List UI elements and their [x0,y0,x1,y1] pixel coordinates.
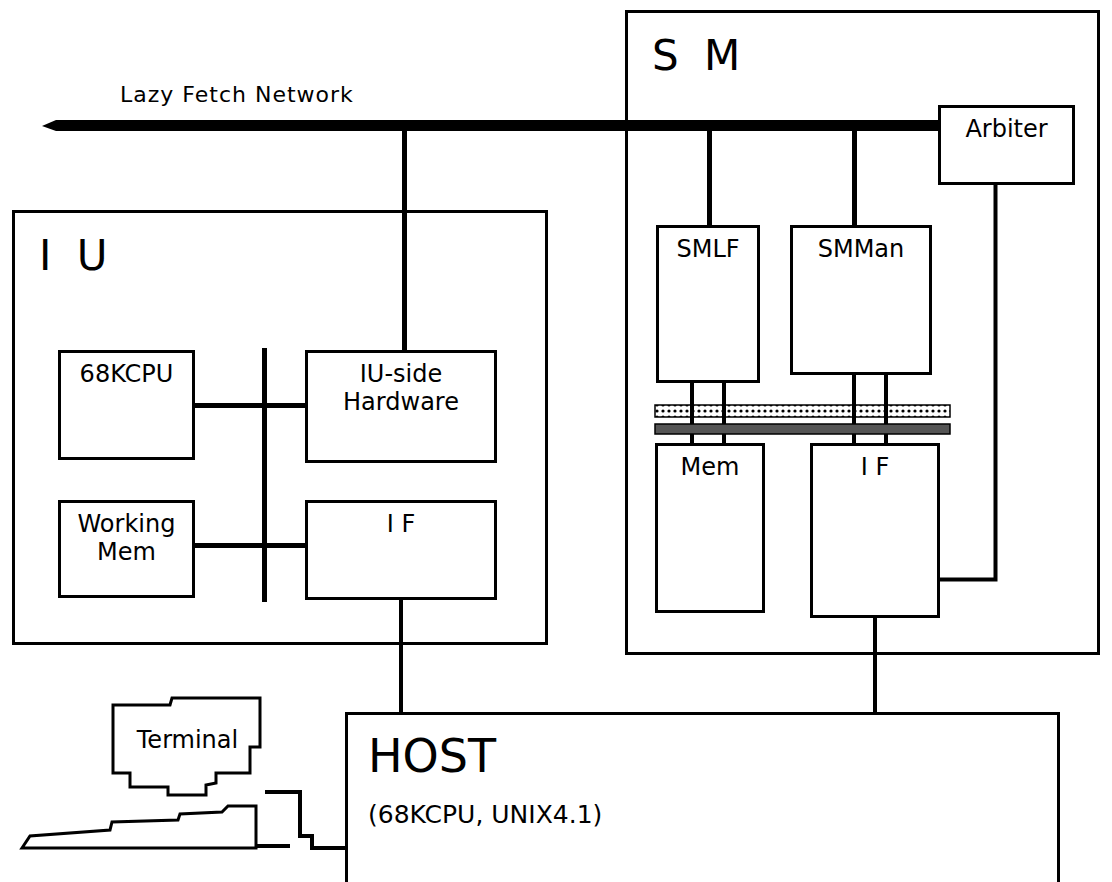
hardware-box: IU-side Hardware [305,350,497,463]
box-label: HOST [368,733,1037,779]
bus-drop [852,125,857,225]
box-label: SMMan [799,236,923,264]
iu-unit: I U 68KCPU IU-side HardwareWorking Mem I F [12,210,548,645]
memory-box: Mem [655,443,765,613]
box-label: I F [819,454,931,482]
bus-drop [402,125,407,350]
box-label: 68KCPU [67,361,186,389]
network-bus [42,120,940,131]
sm-unit: S M SMLF SMMan ArbiterMem I F [625,10,1100,655]
terminal: Terminal [110,695,265,800]
dotted-bus [655,405,950,417]
unit-title: S M [628,13,1097,77]
bus-stub [195,543,305,548]
box-label: Mem [664,454,756,482]
box-label: IU-side Hardware [314,361,488,416]
arbiter-box: Arbiter [938,105,1075,185]
box-label: SMLF [665,236,751,264]
box-label: I F [314,511,488,539]
cpu-box: 68KCPU [58,350,195,460]
connector-line [873,618,877,712]
connector-line [399,600,403,712]
box-label: Arbiter [947,116,1066,144]
bus-drop [707,125,712,225]
interface-box: I F [810,443,940,618]
dotted-bus [655,424,950,434]
smlf-box: SMLF [656,225,760,383]
bus-stub [195,403,305,408]
smman-box: SMMan [790,225,932,375]
box-label: (68KCPU, UNIX4.1) [368,801,1037,830]
host-box: HOST (68KCPU, UNIX4.1) [345,712,1060,882]
internal-bus [262,348,267,602]
box-label: Working Mem [67,511,186,566]
interface-box: I F [305,500,497,600]
network-label: Lazy Fetch Network [120,82,354,107]
keyboard [22,806,256,848]
connector-line [940,185,996,580]
box-label: Terminal [116,727,259,755]
keyboard-cable [256,844,290,848]
unit-title: I U [15,213,545,277]
memory-box: Working Mem [58,500,195,598]
connector-line [265,792,345,848]
